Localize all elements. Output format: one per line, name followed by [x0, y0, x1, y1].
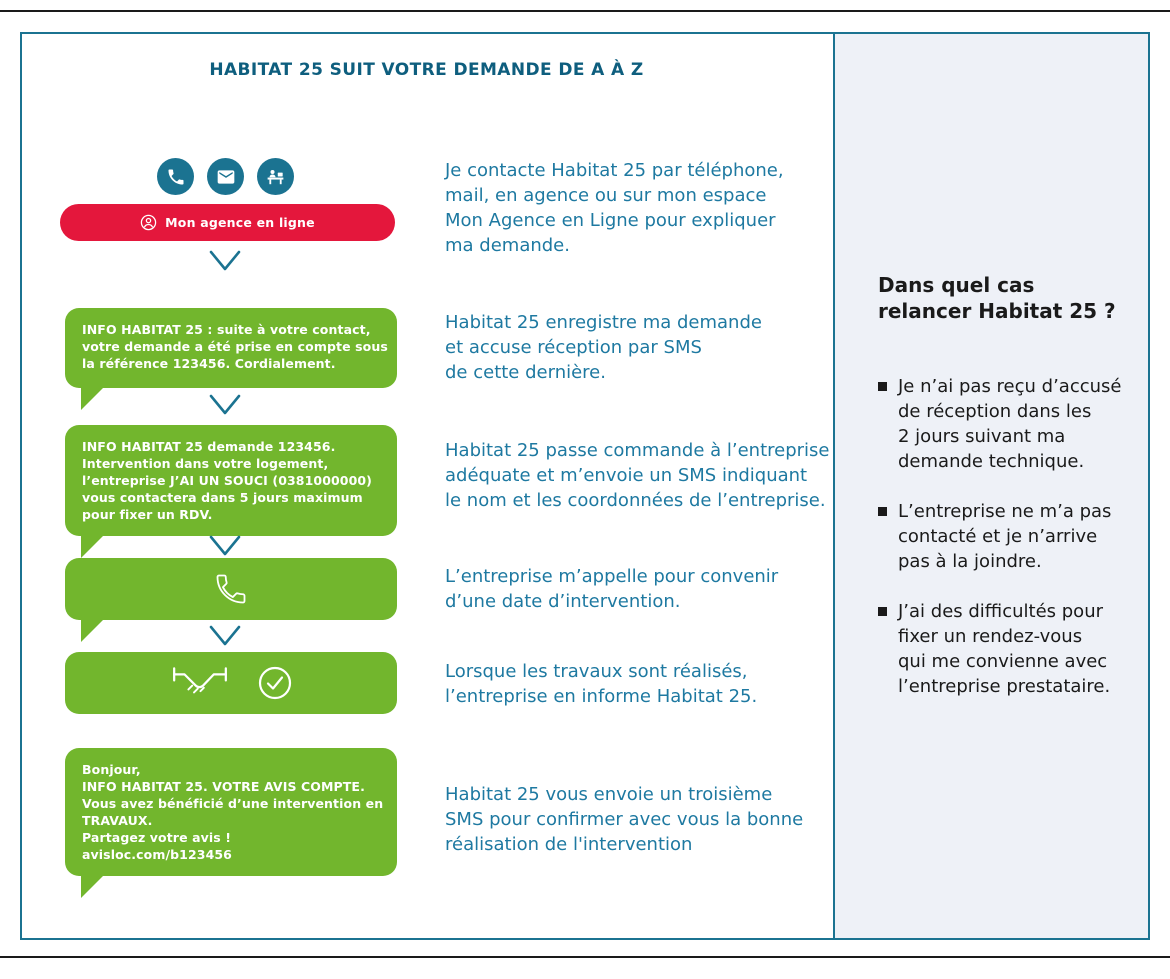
sidebar: Dans quel cas relancer Habitat 25 ? Je n…	[833, 34, 1148, 938]
sms-bubble-company: INFO HABITAT 25 demande 123456. Interven…	[65, 425, 397, 558]
phone-icon	[157, 158, 194, 195]
sidebar-item-text: Je n’ai pas reçu d’accusé de réception d…	[898, 376, 1122, 472]
sidebar-bullet-item: Je n’ai pas reçu d’accusé de réception d…	[878, 374, 1132, 474]
sms-text: Bonjour, INFO HABITAT 25. VOTRE AVIS COM…	[82, 762, 384, 862]
work-done-bubble	[65, 652, 397, 714]
square-bullet-icon	[878, 382, 887, 391]
page-top-rule	[0, 10, 1170, 12]
step-description-3: Habitat 25 passe commande à l’entreprise…	[445, 440, 830, 511]
bubble-tail	[81, 386, 105, 410]
flow-down-arrow-icon	[206, 623, 244, 648]
agency-desk-icon	[257, 158, 294, 195]
main-frame: HABITAT 25 SUIT VOTRE DEMANDE DE A À Z	[20, 32, 1150, 940]
step-description-1: Je contacte Habitat 25 par téléphone, ma…	[445, 160, 784, 256]
sidebar-bullet-item: L’entreprise ne m’a pas contacté et je n…	[878, 499, 1132, 574]
sms-bubble-survey: Bonjour, INFO HABITAT 25. VOTRE AVIS COM…	[65, 748, 397, 898]
user-circle-icon	[140, 214, 157, 231]
sms-text: INFO HABITAT 25 demande 123456. Interven…	[82, 439, 372, 522]
flow-down-arrow-icon	[206, 533, 244, 558]
sms-bubble-acknowledgement: INFO HABITAT 25 : suite à votre contact,…	[65, 308, 397, 410]
step-description-2: Habitat 25 enregistre ma demande et accu…	[445, 312, 762, 383]
step-description-6: Habitat 25 vous envoie un troisième SMS …	[445, 784, 804, 855]
handshake-icon	[169, 664, 231, 702]
step-description-5: Lorsque les travaux sont réalisés, l’ent…	[445, 661, 758, 707]
mon-agence-en-ligne-label: Mon agence en ligne	[165, 215, 315, 230]
bubble-tail	[81, 534, 105, 558]
phone-call-bubble	[65, 558, 397, 642]
mon-agence-en-ligne-button[interactable]: Mon agence en ligne	[60, 204, 395, 241]
square-bullet-icon	[878, 507, 887, 516]
sidebar-bullet-item: J’ai des difficultés pour fixer un rende…	[878, 599, 1132, 699]
sidebar-item-text: L’entreprise ne m’a pas contacté et je n…	[898, 501, 1112, 572]
bubble-tail	[81, 874, 105, 898]
bubble-tail	[81, 618, 105, 642]
sidebar-item-text: J’ai des difficultés pour fixer un rende…	[898, 601, 1111, 697]
contact-channel-icons	[157, 158, 294, 195]
page-title: HABITAT 25 SUIT VOTRE DEMANDE DE A À Z	[209, 60, 644, 80]
check-circle-icon	[257, 665, 293, 701]
phone-call-icon	[213, 571, 249, 607]
sms-text: INFO HABITAT 25 : suite à votre contact,…	[82, 322, 388, 371]
sidebar-title: Dans quel cas relancer Habitat 25 ?	[878, 273, 1116, 323]
square-bullet-icon	[878, 607, 887, 616]
sidebar-items: Je n’ai pas reçu d’accusé de réception d…	[878, 374, 1132, 699]
flow-down-arrow-icon	[206, 392, 244, 417]
page-bottom-rule	[0, 956, 1170, 958]
flow-down-arrow-icon	[206, 248, 244, 273]
step-description-4: L’entreprise m’appelle pour convenir d’u…	[445, 566, 779, 612]
mail-icon	[207, 158, 244, 195]
